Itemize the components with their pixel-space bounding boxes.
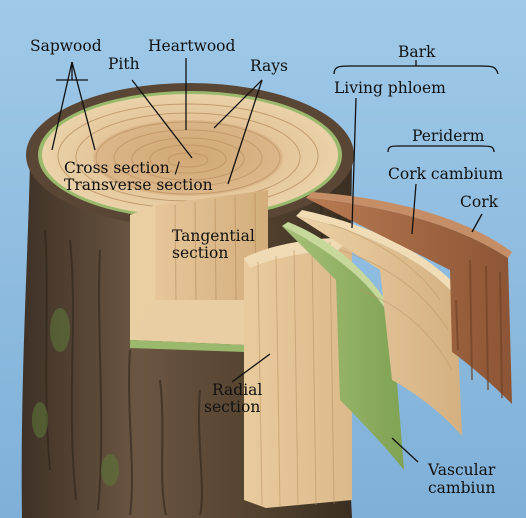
notch-ledge bbox=[130, 300, 268, 345]
label-sapwood: Sapwood bbox=[30, 37, 102, 55]
label-radial-line2: section bbox=[204, 398, 261, 416]
notch-left-wall bbox=[130, 205, 155, 340]
label-cross-section-line1: Cross section / bbox=[64, 159, 180, 177]
label-cork: Cork bbox=[460, 193, 498, 211]
label-cross-section-line2: Transverse section bbox=[64, 176, 213, 194]
label-tangential-line2: section bbox=[172, 244, 229, 262]
growth-rings bbox=[57, 103, 319, 209]
label-tangential-line1: Tangential bbox=[172, 227, 255, 245]
label-pith: Pith bbox=[108, 55, 140, 73]
living-phloem-slab bbox=[296, 216, 462, 436]
vascular-cambium-slab bbox=[282, 226, 404, 470]
label-cork-cambium: Cork cambium bbox=[388, 165, 504, 183]
label-radial-line1: Radial bbox=[212, 381, 263, 399]
radial-section-slab bbox=[244, 238, 352, 508]
label-bark: Bark bbox=[398, 43, 436, 61]
label-periderm: Periderm bbox=[412, 127, 485, 145]
label-vascular-line2: cambiun bbox=[428, 479, 496, 497]
tangential-face bbox=[155, 190, 268, 300]
moss-patches bbox=[32, 308, 119, 486]
label-rays: Rays bbox=[250, 57, 288, 75]
label-living-phloem: Living phloem bbox=[334, 79, 446, 97]
heartwood-region bbox=[93, 120, 283, 196]
cork-slab bbox=[306, 198, 512, 404]
label-vascular-line1: Vascular bbox=[428, 461, 496, 479]
label-heartwood: Heartwood bbox=[148, 37, 236, 55]
leader-lines bbox=[51, 58, 499, 463]
